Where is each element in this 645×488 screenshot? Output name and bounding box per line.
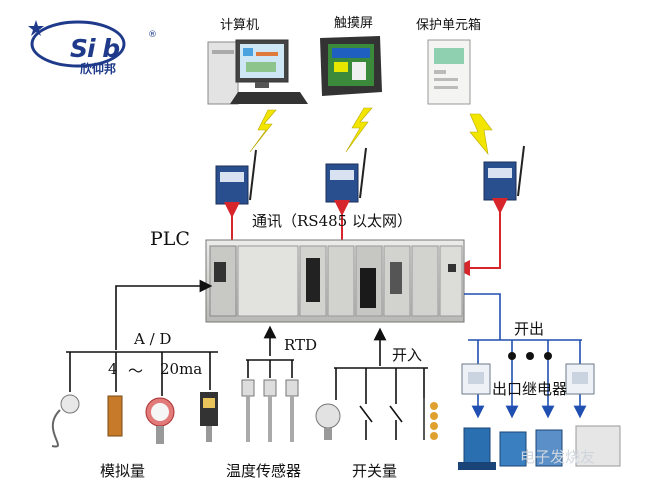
range-high-label: 20ma [160,360,203,378]
relay-icon [461,363,595,395]
comm-label: 通讯（RS485 以太网） [252,212,412,230]
company-logo: Si b 欣仰邦 ® [28,14,157,76]
switch-out-label: 开出 [514,320,545,338]
wireless-bolt-icon [249,107,493,156]
logo-brand: Si b [70,34,120,63]
logo-registered: ® [148,30,157,40]
rtd-label: RTD [284,336,318,354]
switch-in-label: 开入 [392,346,423,364]
analog-label: 模拟量 [100,462,146,480]
computer-label: 计算机 [220,18,260,33]
logo-swoosh-icon [28,20,126,68]
touchscreen-icon [320,36,382,96]
output-equipment-icon [458,425,621,470]
temperature-sensor-icon [241,379,299,442]
plc-rack-icon [205,239,465,323]
wireless-module-icon [215,145,525,205]
protection-box-icon [427,39,471,105]
watermark: 电子发烧友 [520,448,596,466]
temp-sensor-label: 温度传感器 [226,462,302,480]
range-low-label: 4 [108,360,118,378]
input-lines [66,279,428,440]
logo-name: 欣仰邦 [80,62,117,76]
relay-contacts [508,352,552,360]
plc-title: PLC [150,228,190,250]
analog-sensor-icon [51,392,218,448]
ad-label: A / D [134,330,172,348]
range-separator-label: ～ [128,362,144,380]
relay-label: 出口继电器 [492,380,568,398]
protection-box-label: 保护单元箱 [416,18,482,33]
touchscreen-label: 触摸屏 [334,16,374,31]
computer-icon [207,39,308,105]
switch-qty-label: 开关量 [352,462,398,480]
switch-sensor-icon [315,398,438,440]
